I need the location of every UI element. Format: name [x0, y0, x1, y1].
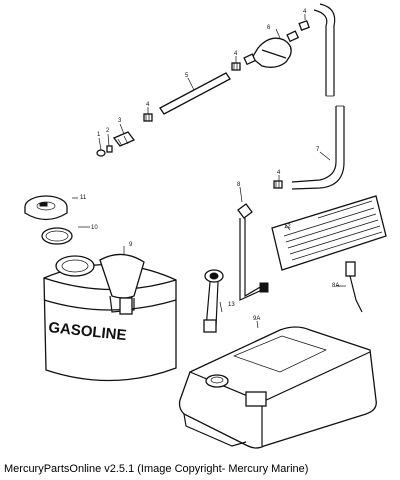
callout-4-top: 4	[303, 9, 307, 15]
primer-bulb-6	[243, 30, 300, 68]
fuel-line-5	[159, 72, 231, 115]
callout-4-right: 4	[277, 170, 281, 176]
hose-clamp-4-top	[298, 19, 310, 31]
fuel-hose-7	[291, 3, 345, 190]
hose-clamp-4-mid	[231, 62, 241, 71]
connector-parts-1-2-3	[96, 123, 136, 157]
callout-10: 10	[91, 225, 98, 231]
callout-12: 12	[284, 224, 291, 230]
fuel-tank-9a	[178, 326, 377, 449]
fuel-gauge-13	[203, 269, 224, 333]
callout-8a: 8A	[332, 283, 339, 289]
callout-4-left: 4	[146, 102, 150, 108]
filler-cap-11	[24, 195, 68, 221]
gasket-10	[41, 227, 73, 245]
callout-2: 2	[106, 128, 110, 134]
callout-11: 11	[80, 195, 87, 201]
hose-clamp-4-right	[273, 180, 283, 189]
callout-8: 8	[237, 182, 241, 188]
callout-9a: 9A	[253, 316, 260, 322]
callout-leaders	[72, 14, 346, 329]
callout-1: 1	[97, 132, 101, 138]
callout-7: 7	[316, 147, 320, 153]
callout-6: 6	[267, 25, 271, 31]
callout-3: 3	[118, 118, 122, 124]
fuel-system-exploded-diagram: GASOLINE	[24, 3, 387, 449]
pickup-tube-8	[237, 203, 269, 301]
image-copyright-caption: MercuryPartsOnline v2.5.1 (Image Copyrig…	[4, 463, 309, 475]
fuel-can-9: GASOLINE	[43, 253, 177, 382]
callout-13: 13	[228, 302, 235, 308]
callout-4-mid: 4	[234, 51, 238, 57]
callout-5: 5	[185, 73, 189, 79]
callout-9: 9	[129, 242, 133, 248]
fuel-fitting-8a	[345, 261, 363, 313]
hose-clamp-4-left	[143, 113, 153, 122]
decal-12	[271, 195, 387, 271]
callout-labels: 1 2 3 4 4 4 4 5 6 7 8 8A 9 9A 10 11 12 1…	[80, 9, 339, 322]
